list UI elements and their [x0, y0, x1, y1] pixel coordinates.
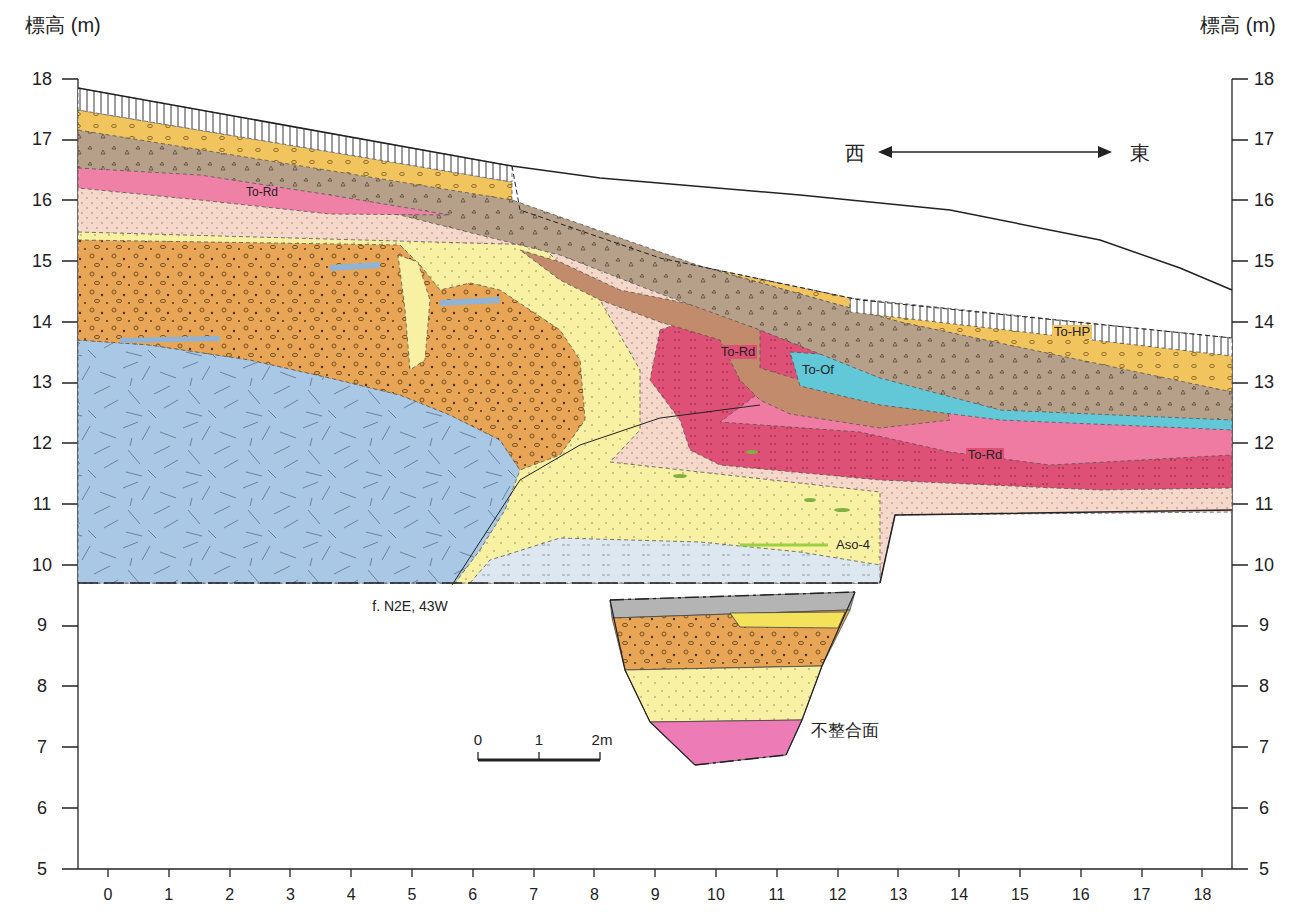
axis-tick-label: 5 — [1257, 860, 1271, 879]
layer-label: To-Of — [800, 363, 836, 377]
layer-label: Aso-4 — [834, 538, 872, 552]
soil-layer — [78, 88, 512, 182]
axis-tick-label: 17 — [30, 130, 54, 149]
axis-tick-label: 9 — [1257, 616, 1271, 635]
fault-label: f. N2E, 43W — [370, 599, 449, 614]
axis-tick-label: 0 — [102, 887, 115, 904]
axis-tick-label: 18 — [30, 70, 54, 89]
axis-tick-label: 18 — [1252, 70, 1276, 89]
clay-lens — [330, 262, 380, 271]
axis-title: 標高 (m) — [23, 15, 103, 36]
axis-tick-label: 16 — [30, 191, 54, 210]
axis-tick-label: 10 — [705, 887, 727, 904]
axis-tick-label: 12 — [30, 434, 54, 453]
axis-tick-label: 17 — [1252, 130, 1276, 149]
axis-tick-label: 13 — [888, 887, 910, 904]
axis-tick-label: 1 — [162, 887, 175, 904]
axis-tick-label: 12 — [827, 887, 849, 904]
axis-tick-label: 16 — [1252, 191, 1276, 210]
axis-tick-label: 14 — [30, 313, 54, 332]
axis-tick-label: 18 — [1192, 887, 1214, 904]
axis-tick-label: 5 — [35, 860, 49, 879]
clay-lens — [440, 297, 500, 306]
soil-layer — [850, 298, 1232, 356]
direction-label: 東 — [1128, 143, 1152, 164]
scale-label: 2m — [590, 732, 615, 748]
layer-label: To-HP — [1052, 325, 1092, 339]
axis-tick-label: 13 — [1252, 373, 1276, 392]
axis-tick-label: 4 — [345, 887, 358, 904]
axis-tick-label: 10 — [30, 556, 54, 575]
axis-tick-label: 7 — [35, 738, 49, 757]
axis-title: 標高 (m) — [1198, 15, 1278, 36]
axis-tick-label: 15 — [1009, 887, 1031, 904]
axis-tick-label: 5 — [406, 887, 419, 904]
direction-arrow — [878, 146, 1112, 158]
axis-tick-label: 8 — [35, 677, 49, 696]
layer-label: To-Rd — [719, 345, 758, 359]
to-rd-upper — [78, 168, 450, 215]
layer-label: To-Rd — [244, 186, 280, 199]
axis-tick-label: 3 — [284, 887, 297, 904]
volcanic-ash-band — [78, 130, 1232, 420]
axis-tick-label: 7 — [527, 887, 540, 904]
axis-tick-label: 8 — [1257, 677, 1271, 696]
ground-lines — [78, 88, 1232, 585]
axis-tick-label: 2 — [223, 887, 236, 904]
scale-bar — [478, 752, 600, 760]
axis-tick-label: 11 — [766, 887, 787, 904]
axis-tick-label: 11 — [1253, 495, 1276, 514]
axis-tick-label: 9 — [649, 887, 662, 904]
axis-tick-label: 6 — [466, 887, 479, 904]
axis-tick-label: 10 — [1252, 556, 1276, 575]
axis-tick-label: 16 — [1070, 887, 1092, 904]
axis-tick-label: 17 — [1131, 887, 1153, 904]
layer-label: To-Rd — [966, 448, 1005, 462]
unconformity-label: 不整合面 — [809, 722, 881, 740]
clay-lens — [120, 336, 220, 343]
axis-tick-label: 14 — [1252, 313, 1276, 332]
axis-tick-label: 7 — [1257, 738, 1271, 757]
axis-tick-label: 12 — [1252, 434, 1276, 453]
axis-tick-label: 15 — [1252, 252, 1276, 271]
scale-label: 0 — [472, 732, 484, 748]
gravel-layer — [78, 240, 585, 470]
strata — [78, 88, 1232, 583]
scale-label: 1 — [533, 732, 545, 748]
tephra-streaks — [673, 450, 850, 545]
axis-tick-label: 15 — [30, 252, 54, 271]
axis-tick-label: 14 — [948, 887, 970, 904]
axes — [62, 79, 1248, 877]
axis-tick-label: 13 — [30, 373, 54, 392]
axis-tick-label: 6 — [35, 799, 49, 818]
axis-tick-label: 11 — [31, 495, 54, 514]
gravel-crack — [398, 255, 430, 370]
axis-tick-label: 6 — [1257, 799, 1271, 818]
lower-gravel-layer — [470, 538, 880, 583]
axis-tick-label: 9 — [35, 616, 49, 635]
direction-label: 西 — [843, 143, 867, 164]
axis-tick-label: 8 — [588, 887, 601, 904]
